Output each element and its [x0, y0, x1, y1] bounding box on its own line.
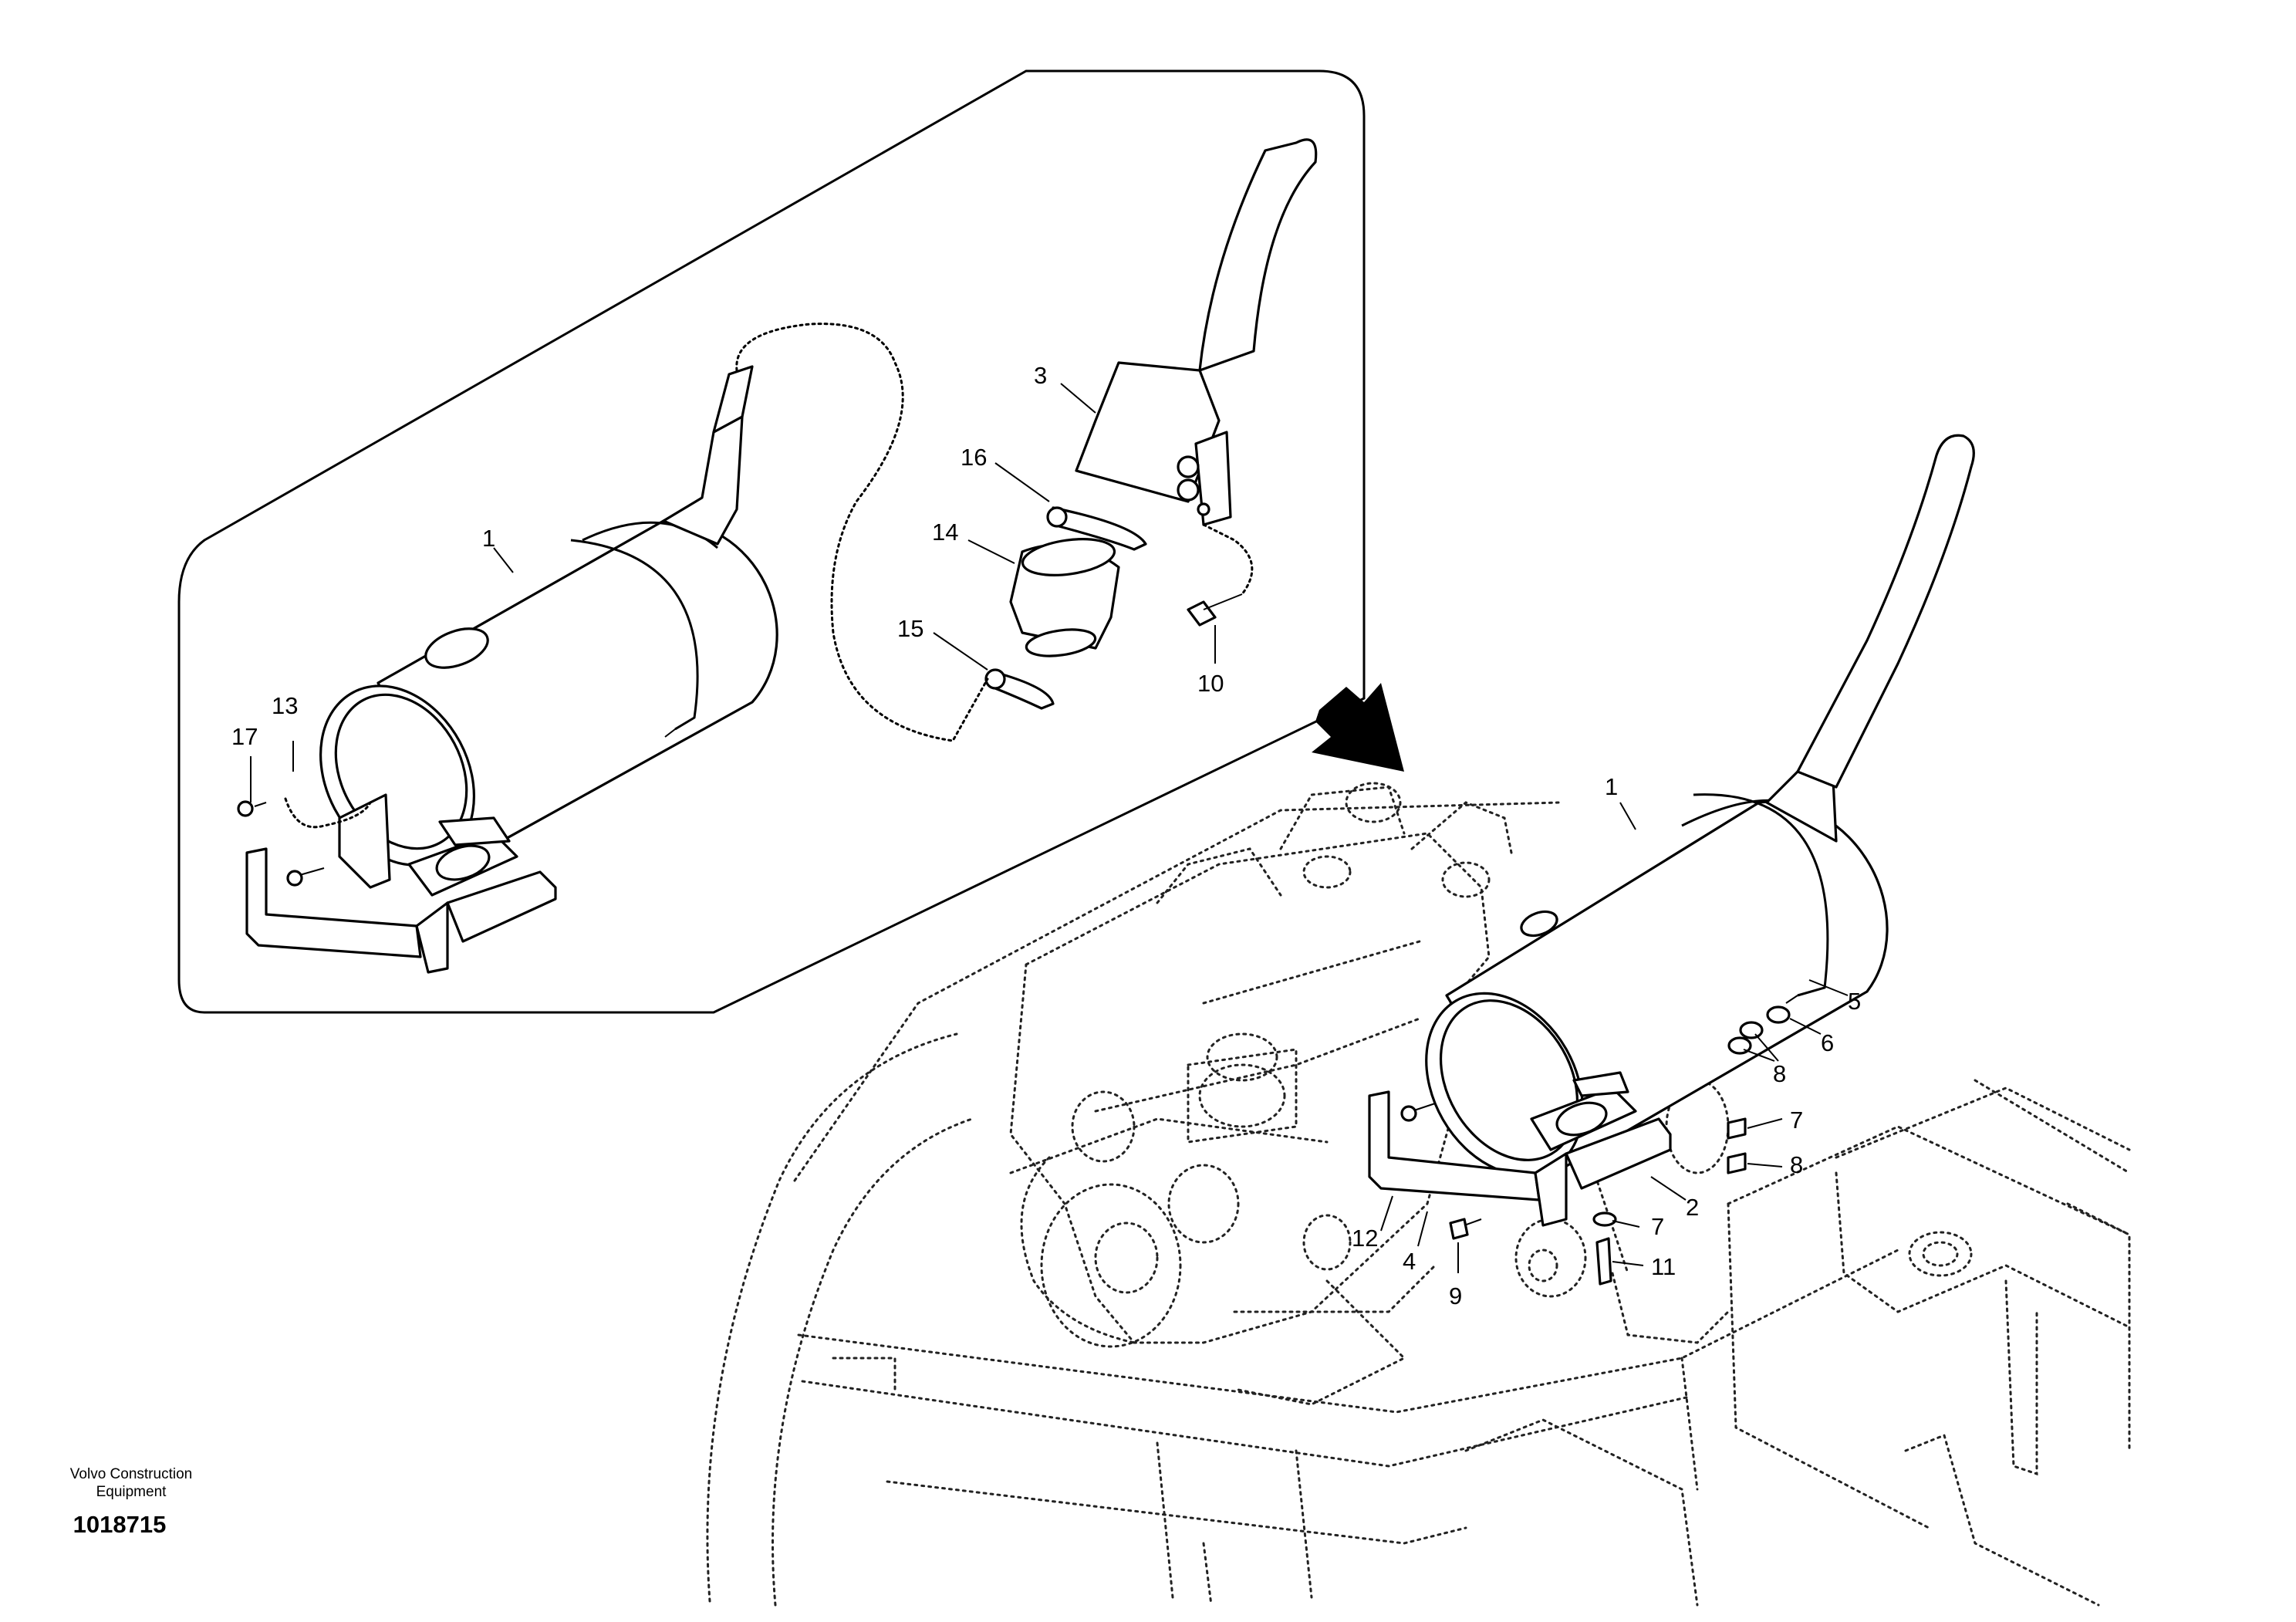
- callout-12: 12: [1352, 1225, 1378, 1252]
- inset-tailpipe: [984, 138, 1318, 710]
- callout-16: 16: [961, 444, 987, 471]
- inset-leaders: [250, 383, 1216, 803]
- callout-6: 6: [1821, 1029, 1834, 1056]
- callout-14: 14: [932, 519, 958, 546]
- view-arrow: [1312, 683, 1404, 772]
- engine-outline: [1009, 782, 1730, 1406]
- callout-7-lower: 7: [1651, 1213, 1664, 1240]
- hardware-parts: [1449, 1005, 1791, 1286]
- inset-connector-1: [735, 323, 989, 742]
- brand-line-2: Equipment: [96, 1484, 167, 1500]
- main-muffler: [1425, 434, 1975, 1177]
- callout-11: 11: [1651, 1253, 1676, 1280]
- inset-frame: [177, 69, 1366, 1014]
- inset-connector-2: [1202, 523, 1254, 596]
- main-bracket: [1368, 1071, 1672, 1227]
- callout-3: 3: [1034, 362, 1047, 389]
- callout-9: 9: [1449, 1282, 1462, 1309]
- document-number: 1018715: [73, 1511, 167, 1538]
- callout-15: 15: [897, 615, 923, 642]
- callout-17: 17: [231, 723, 258, 750]
- inset-bracket: [237, 793, 557, 974]
- inset-connector-3: [284, 797, 372, 829]
- callout-4: 4: [1403, 1248, 1416, 1275]
- callout-1-main: 1: [1605, 773, 1618, 800]
- callout-8-lower: 8: [1790, 1151, 1803, 1178]
- callout-2: 2: [1686, 1194, 1699, 1221]
- brand-line-1: Volvo Construction: [69, 1466, 193, 1482]
- callout-13: 13: [272, 692, 298, 719]
- callout-5: 5: [1848, 988, 1861, 1015]
- chassis-outline: [706, 801, 2131, 1607]
- main-leaders: [1380, 802, 1849, 1273]
- callout-10: 10: [1197, 670, 1224, 697]
- callout-8-upper: 8: [1773, 1060, 1786, 1087]
- callout-1-inset: 1: [482, 525, 495, 552]
- callout-7-upper: 7: [1790, 1107, 1803, 1134]
